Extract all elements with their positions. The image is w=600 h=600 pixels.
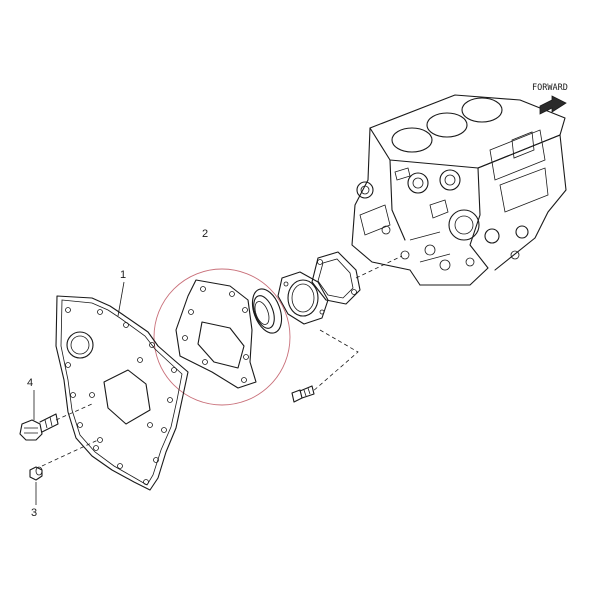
callout-1: 1 xyxy=(120,269,126,281)
part-4-bolt xyxy=(19,403,93,441)
oil-seal-ring xyxy=(251,288,283,334)
part-1-plate xyxy=(55,295,189,491)
forward-label: FORWARD xyxy=(532,83,568,93)
callout-2: 2 xyxy=(202,228,208,240)
part-3-dowel-pin xyxy=(29,439,99,481)
center-bolt xyxy=(291,385,315,403)
block-gasket xyxy=(311,251,361,305)
leader-line-1 xyxy=(117,281,125,317)
part-2-gasket xyxy=(175,279,257,389)
callout-4: 4 xyxy=(27,377,33,389)
engine-block xyxy=(351,94,567,286)
forward-arrow-icon xyxy=(539,95,567,115)
seal-housing xyxy=(277,271,329,325)
callout-3: 3 xyxy=(31,507,37,519)
highlight-circle xyxy=(153,268,291,406)
